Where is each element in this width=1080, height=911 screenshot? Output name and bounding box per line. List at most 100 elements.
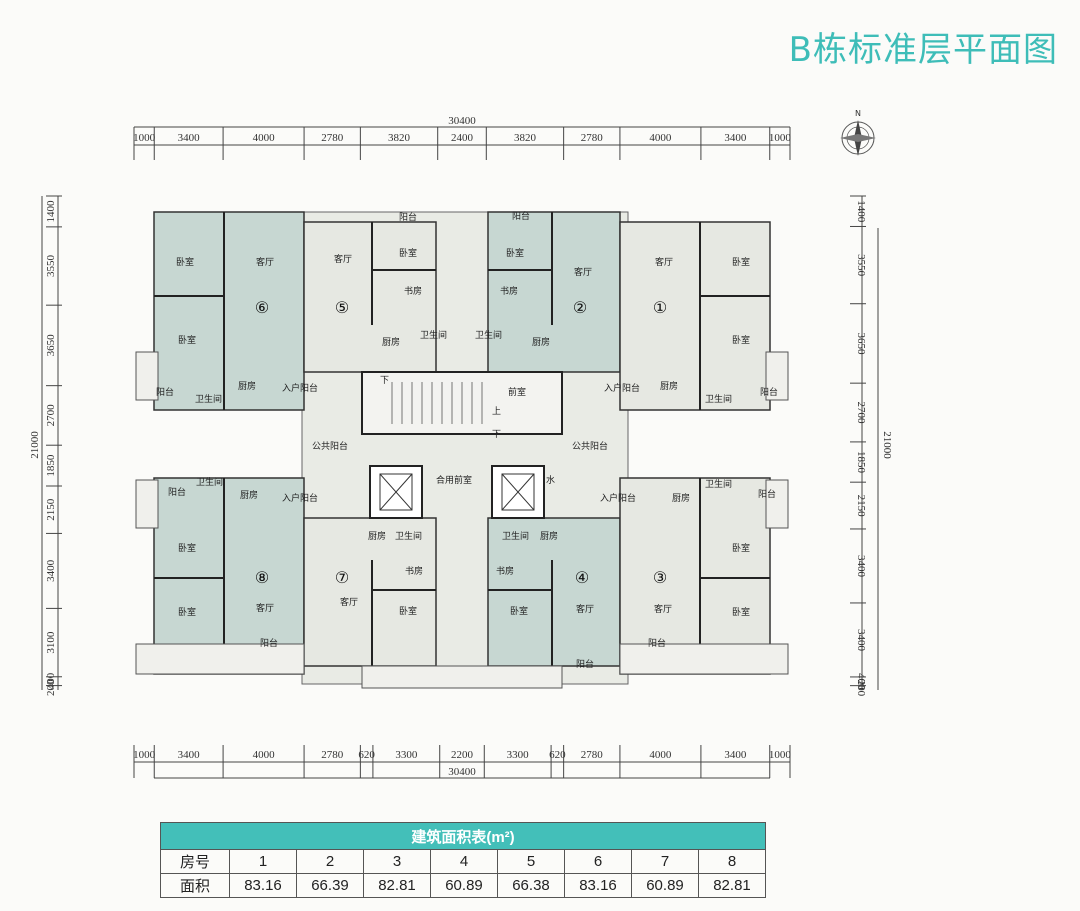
label-living: 客厅 xyxy=(334,253,352,265)
top-dim-10: 1000 xyxy=(769,132,792,144)
top-dim-4: 3820 xyxy=(388,132,411,144)
building-outline xyxy=(135,211,789,689)
label-bath: 卫生间 xyxy=(395,530,422,542)
label-bath: 卫生间 xyxy=(705,393,732,405)
right-total-dim: 21000 xyxy=(881,431,893,459)
unit-number-3: ③ xyxy=(653,570,667,587)
label-living: 客厅 xyxy=(574,266,592,278)
right-dim-6: 3400 xyxy=(855,555,867,578)
label-bath: 卫生间 xyxy=(475,329,502,341)
compass-north: N xyxy=(855,109,861,118)
right-dim-1: 3550 xyxy=(855,254,867,277)
label-kitchen: 厨房 xyxy=(532,336,550,348)
label-bedroom: 卧室 xyxy=(399,247,417,259)
bottom-dim-9: 2780 xyxy=(581,749,604,761)
label-bedroom: 卧室 xyxy=(506,247,524,259)
left-dim-2: 3650 xyxy=(45,334,57,357)
unit-number-4: ④ xyxy=(575,570,589,587)
room-no-cell: 1 xyxy=(229,849,297,874)
top-total-dim: 30400 xyxy=(448,115,476,127)
top-dim-7: 2780 xyxy=(581,132,604,144)
label-kitchen: 厨房 xyxy=(240,489,258,501)
unit-number-1: ① xyxy=(653,300,667,317)
unit-number-7: ⑦ xyxy=(335,570,349,587)
bottom-dim-10: 4000 xyxy=(649,749,672,761)
label-entry-balcony: 入户阳台 xyxy=(282,382,318,394)
area-cell: 82.81 xyxy=(698,873,766,898)
label-bath: 卫生间 xyxy=(196,476,223,488)
area-cell: 83.16 xyxy=(229,873,297,898)
label-bedroom: 卧室 xyxy=(178,334,196,346)
left-dim-4: 1850 xyxy=(45,454,57,477)
left-total-dim: 21000 xyxy=(29,431,41,459)
bottom-dimensions xyxy=(133,745,791,779)
label-living: 客厅 xyxy=(256,256,274,268)
unit-7-floor xyxy=(303,517,437,667)
right-dimensions xyxy=(861,196,879,690)
compass-icon xyxy=(840,120,876,156)
label-bedroom: 卧室 xyxy=(510,605,528,617)
top-dim-1: 3400 xyxy=(178,132,201,144)
label-down: 下 xyxy=(492,430,501,440)
unit-5-floor xyxy=(303,221,437,373)
right-dim-0: 1400 xyxy=(855,200,867,223)
bottom-dim-11: 3400 xyxy=(724,749,747,761)
label-balcony: 阳台 xyxy=(576,658,594,670)
label-study: 书房 xyxy=(405,565,423,577)
label-living: 客厅 xyxy=(340,596,358,608)
unit-4-floor xyxy=(487,517,621,667)
bottom-dim-8: 620 xyxy=(549,749,566,761)
left-dim-5: 2150 xyxy=(45,498,57,520)
room-no-cell: 4 xyxy=(430,849,498,874)
unit-2-floor xyxy=(487,211,621,373)
room-no-cell: 6 xyxy=(564,849,632,874)
label-kitchen: 厨房 xyxy=(540,530,558,542)
area-cell: 66.38 xyxy=(497,873,565,898)
right-dim-9: 200 xyxy=(855,680,867,697)
table-row: 面积 83.16 66.39 82.81 60.89 66.38 83.16 6… xyxy=(160,873,766,898)
room-no-cell: 8 xyxy=(698,849,766,874)
left-dim-7: 3100 xyxy=(45,631,57,654)
area-cell: 60.89 xyxy=(631,873,699,898)
room-no-cell: 7 xyxy=(631,849,699,874)
left-dim-3: 2700 xyxy=(45,404,57,427)
top-dim-9: 3400 xyxy=(724,132,747,144)
label-bath: 卫生间 xyxy=(705,478,732,490)
right-dim-4: 1850 xyxy=(855,451,867,474)
area-cell: 66.39 xyxy=(296,873,364,898)
label-balcony: 阳台 xyxy=(168,486,186,498)
unit-number-8: ⑧ xyxy=(255,570,269,587)
label-balcony: 阳台 xyxy=(260,637,278,649)
label-bedroom: 卧室 xyxy=(176,256,194,268)
label-bath: 卫生间 xyxy=(420,329,447,341)
area-table-caption: 建筑面积表(m²) xyxy=(160,822,766,850)
label-living: 客厅 xyxy=(655,256,673,268)
bottom-dim-5: 3300 xyxy=(395,749,418,761)
unit-number-2: ② xyxy=(573,300,587,317)
unit-numbers: ① ② ③ ④ ⑤ ⑥ ⑦ ⑧ xyxy=(255,300,667,587)
top-dim-3: 2780 xyxy=(321,132,344,144)
room-no-cell: 3 xyxy=(363,849,431,874)
label-lobby: 合用前室 xyxy=(436,474,472,486)
top-dimensions xyxy=(133,126,791,160)
bottom-dim-0: 1000 xyxy=(133,749,156,761)
left-dim-0: 1400 xyxy=(45,200,57,223)
label-bedroom: 卧室 xyxy=(399,605,417,617)
label-kitchen: 厨房 xyxy=(368,530,386,542)
label-bath: 卫生间 xyxy=(502,530,529,542)
label-living: 客厅 xyxy=(576,603,594,615)
top-dim-6: 3820 xyxy=(514,132,537,144)
label-study: 书房 xyxy=(404,285,422,297)
label-balcony: 阳台 xyxy=(758,488,776,500)
label-entry-balcony: 入户阳台 xyxy=(604,382,640,394)
bottom-total-dim: 30400 xyxy=(448,766,476,778)
label-bedroom: 卧室 xyxy=(178,542,196,554)
area-cell: 82.81 xyxy=(363,873,431,898)
unit-number-6: ⑥ xyxy=(255,300,269,317)
room-no-label: 房号 xyxy=(160,849,230,874)
label-kitchen: 厨房 xyxy=(238,380,256,392)
unit-6-floor xyxy=(153,211,305,411)
bottom-dim-3: 2780 xyxy=(321,749,344,761)
right-dim-3: 2700 xyxy=(855,402,867,425)
